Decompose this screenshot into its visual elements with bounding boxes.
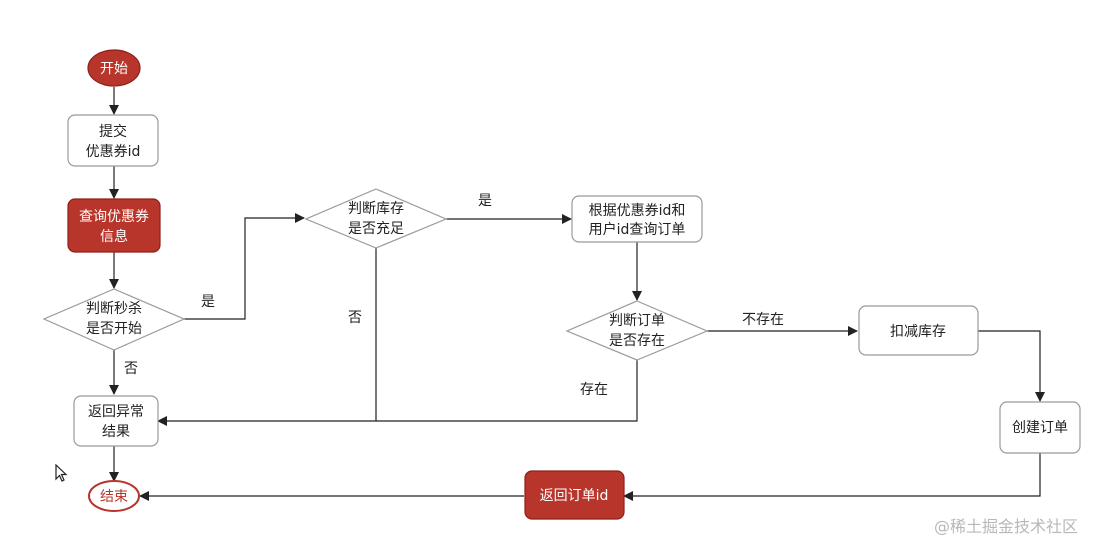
- check-order-node: 判断订单 是否存在: [565, 300, 709, 361]
- edges: [109, 87, 1045, 501]
- mouse-cursor-icon: [55, 463, 69, 488]
- edge-order-exists: [376, 360, 638, 422]
- query-order-label-line1: 根据优惠券id和: [589, 203, 686, 219]
- edge-deduct-create: [978, 330, 1045, 402]
- submit-label-line2: 优惠券id: [86, 144, 141, 160]
- create-order-node: 创建订单: [999, 401, 1081, 454]
- edge-label-order-exists: 存在: [580, 382, 608, 398]
- check-stock-node: 判断库存 是否充足: [304, 188, 448, 249]
- watermark: @稀土掘金技术社区: [933, 517, 1078, 536]
- start-node: 开始: [87, 49, 141, 87]
- check-seckill-label-line1: 判断秒杀: [86, 301, 142, 317]
- edge-seckill-yes: [184, 213, 305, 320]
- submit-label-line1: 提交: [99, 123, 127, 140]
- check-order-label-line1: 判断订单: [609, 313, 665, 329]
- query-order-node: 根据优惠券id和 用户id查询订单: [571, 195, 703, 243]
- edge-create-return: [623, 453, 1041, 501]
- end-node: 结束: [88, 480, 140, 512]
- check-seckill-node: 判断秒杀 是否开始: [42, 288, 186, 351]
- edge-label-seckill-no: 否: [124, 361, 138, 377]
- check-stock-label-line2: 是否充足: [348, 221, 404, 237]
- query-coupon-label-line1: 查询优惠券: [79, 209, 149, 225]
- deduct-stock-node: 扣减库存: [858, 305, 979, 356]
- deduct-stock-label: 扣减库存: [890, 324, 946, 340]
- edge-stock-no: [157, 248, 377, 426]
- check-order-label-line2: 是否存在: [609, 333, 665, 349]
- create-order-label: 创建订单: [1012, 420, 1068, 436]
- start-label: 开始: [100, 61, 128, 77]
- check-seckill-label-line2: 是否开始: [86, 321, 142, 337]
- submit-coupon-node: 提交 优惠券id: [67, 114, 159, 167]
- query-coupon-node: 查询优惠券 信息: [67, 198, 161, 253]
- query-coupon-label-line2: 信息: [100, 228, 128, 245]
- check-stock-label-line1: 判断库存: [348, 201, 404, 217]
- return-error-label-line1: 返回异常: [88, 404, 144, 420]
- return-order-id-label: 返回订单id: [540, 488, 609, 504]
- edge-label-seckill-yes: 是: [201, 294, 215, 310]
- query-order-label-line2: 用户id查询订单: [589, 221, 686, 238]
- edge-label-stock-yes: 是: [478, 193, 492, 209]
- end-label: 结束: [100, 489, 128, 505]
- edge-label-order-not-exists: 不存在: [742, 312, 784, 328]
- return-order-id-node: 返回订单id: [524, 470, 625, 520]
- return-error-node: 返回异常 结果: [73, 395, 159, 447]
- edge-label-stock-no: 否: [348, 310, 362, 326]
- return-error-label-line2: 结果: [102, 424, 130, 440]
